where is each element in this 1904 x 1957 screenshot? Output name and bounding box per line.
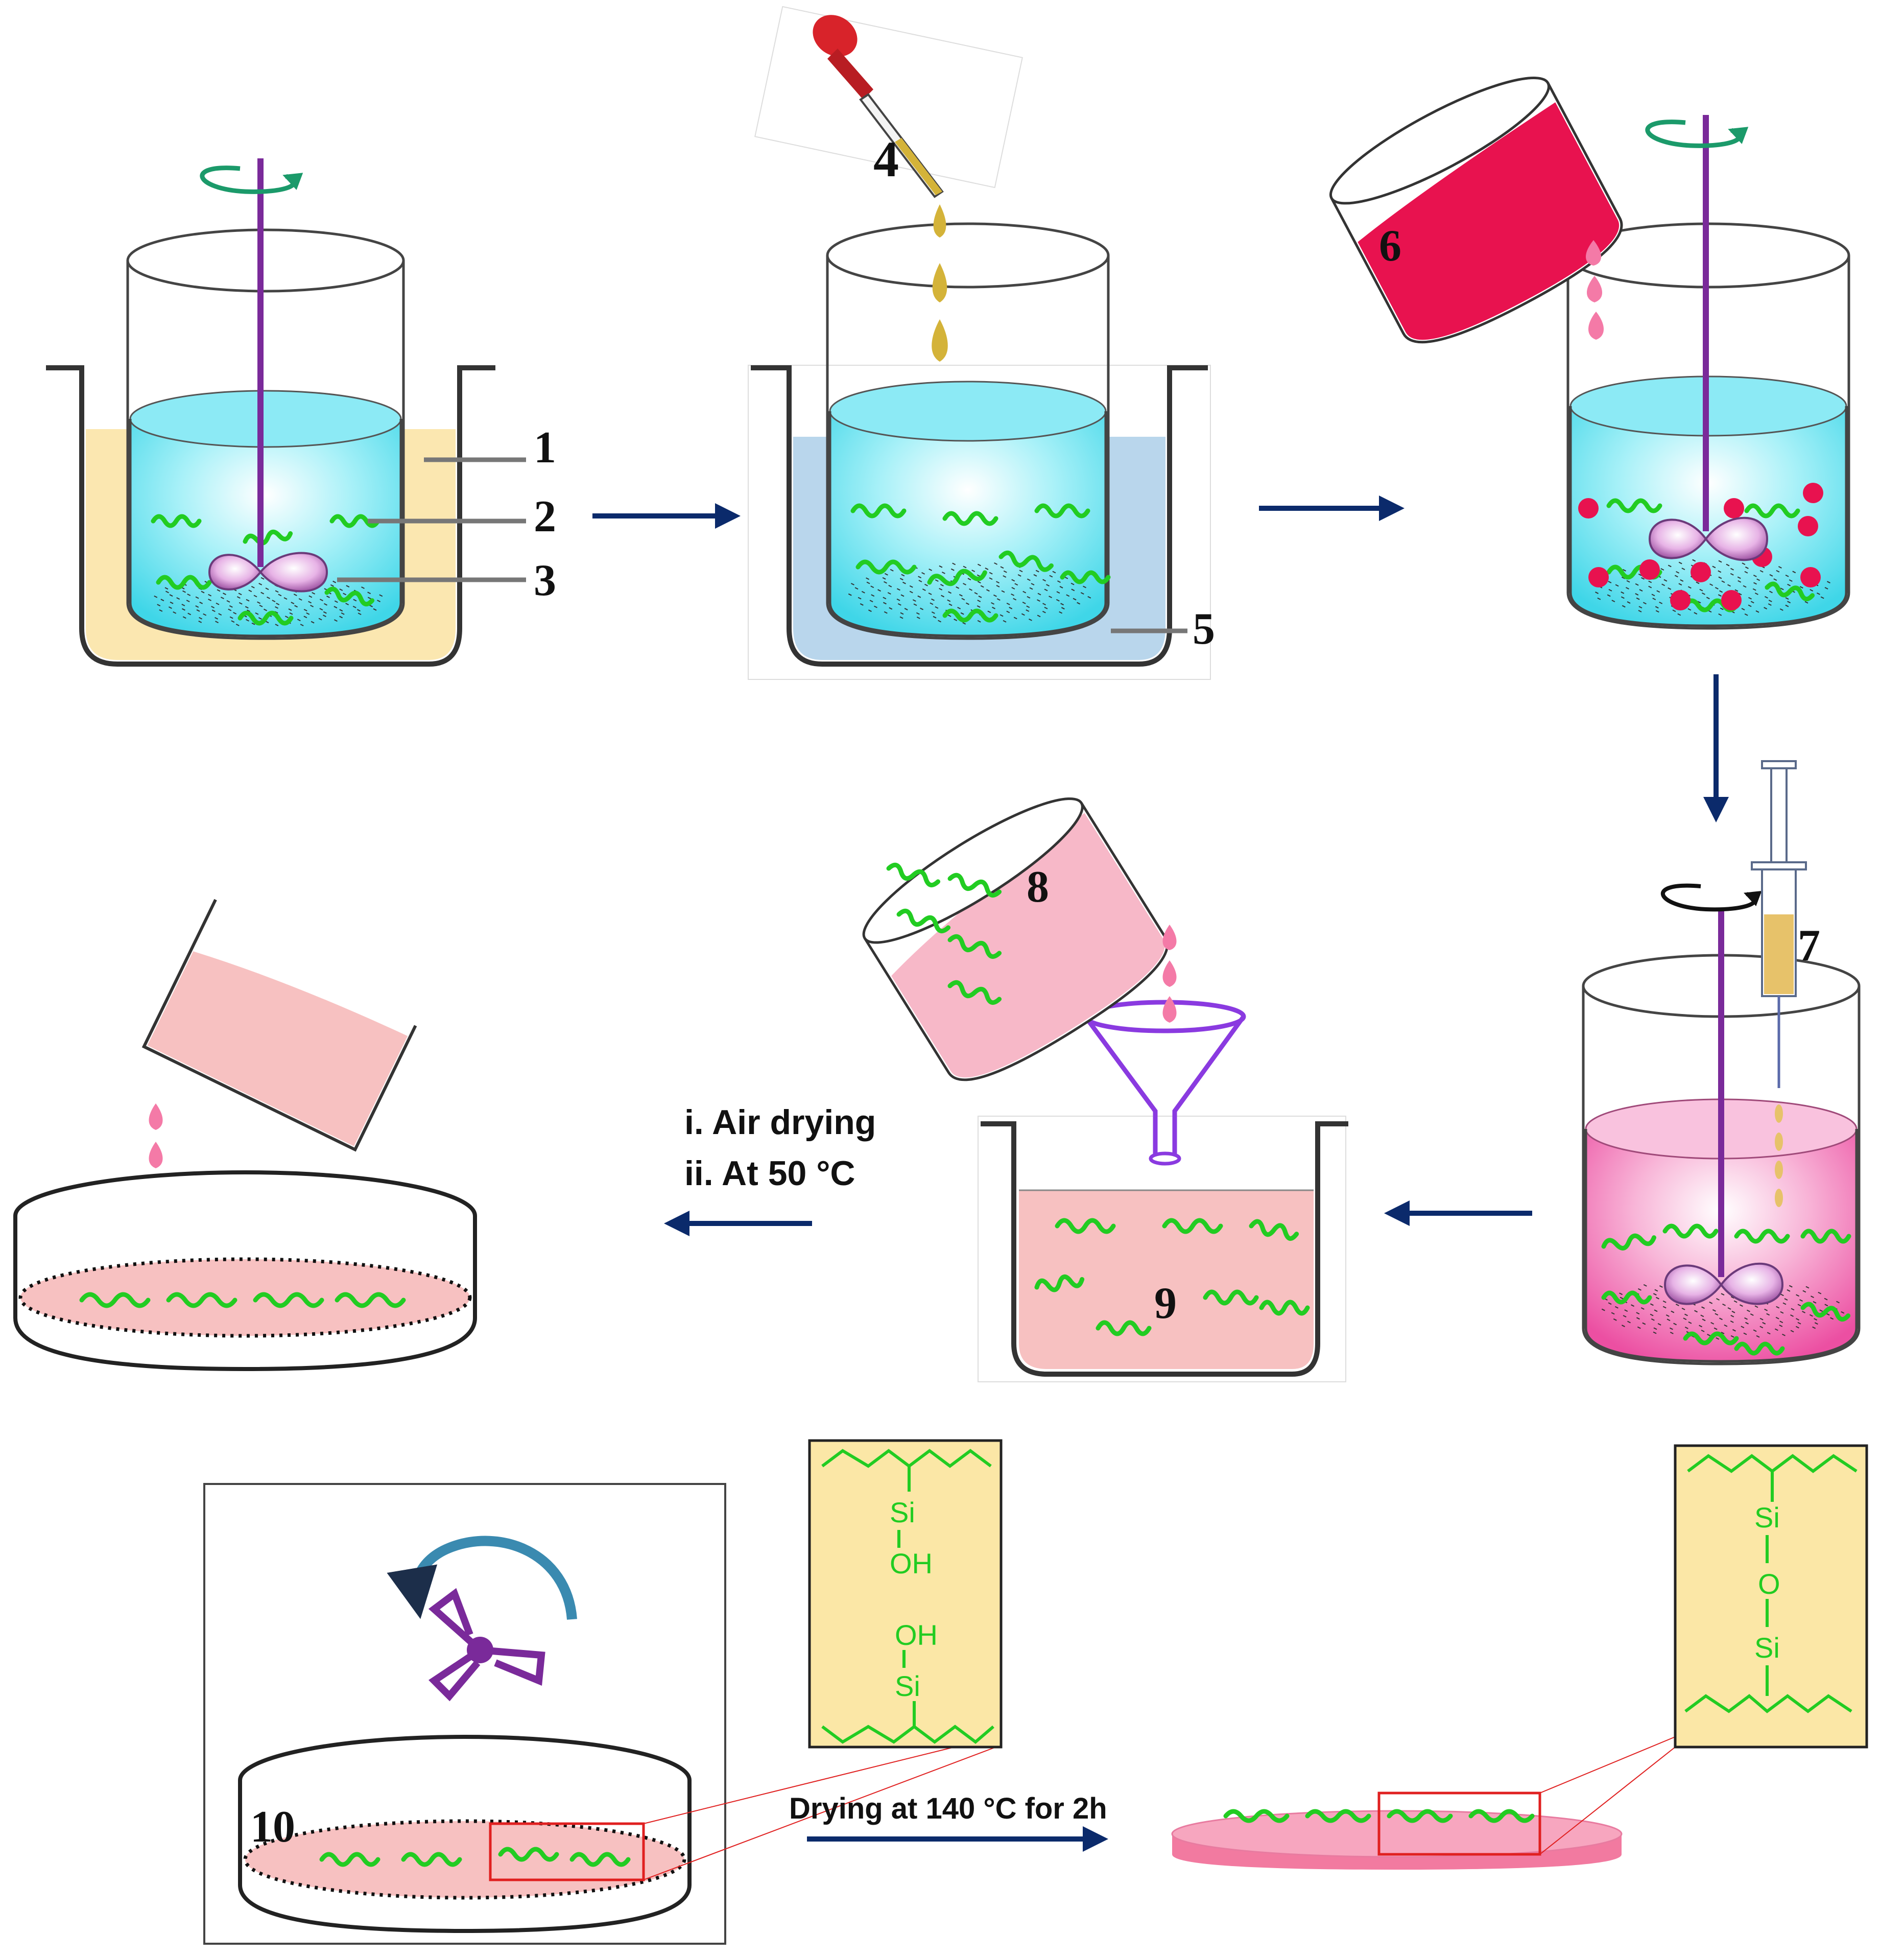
chem-si-top: Si — [890, 1496, 915, 1528]
step6-casting — [13, 899, 477, 1372]
chem-si-top-right: Si — [1754, 1501, 1780, 1534]
zoom-box-left — [489, 1822, 645, 1881]
caption-at-50: ii. At 50 °C — [684, 1154, 855, 1193]
chem-box-siloxane: Si O Si — [1674, 1444, 1868, 1749]
label-2: 2 — [534, 492, 556, 541]
fibers-film — [1223, 1809, 1535, 1823]
fan-icon — [428, 1588, 545, 1702]
step4-silane-injection: 7 — [1582, 760, 1861, 1365]
chem-o-mid: O — [1758, 1568, 1780, 1600]
syringe-plunger — [1770, 765, 1788, 869]
fibers-petri-1 — [79, 1292, 406, 1308]
chem-si-bottom: Si — [895, 1670, 920, 1702]
beaker-2 — [826, 255, 1110, 640]
pink-drop-e — [1162, 960, 1177, 987]
step7-drying-frame: 10 — [203, 1483, 726, 1945]
beaker-4 — [1582, 986, 1861, 1365]
beaker-1 — [126, 261, 405, 640]
chem-box-silanol: Si OH OH Si — [808, 1439, 1003, 1749]
pink-drop-d — [1162, 925, 1177, 950]
zoom-box-right — [1377, 1791, 1541, 1856]
label-5: 5 — [1193, 604, 1215, 654]
dropper — [754, 6, 1023, 198]
beaker-rim-1 — [126, 228, 405, 293]
label-4: 4 — [873, 131, 899, 187]
funnel — [1083, 1000, 1246, 1166]
caption-drying-140: Drying at 140 °C for 2h — [789, 1792, 1107, 1825]
drying-frame — [203, 1483, 726, 1945]
chain-bottom-left — [821, 1725, 994, 1744]
chain-bottom-right — [1684, 1694, 1852, 1713]
paddle-4 — [1663, 1262, 1784, 1305]
zoom-line-right-bottom — [1539, 1747, 1676, 1855]
fibers-9 — [1034, 1218, 1310, 1336]
fibers-4 — [1601, 1223, 1851, 1356]
label-3: 3 — [534, 556, 556, 605]
water-bath-1 — [46, 365, 495, 667]
petri-dish-1 — [13, 1170, 477, 1372]
dropper-frame — [754, 6, 1023, 188]
step3-dye-addition: 6 — [1329, 77, 1850, 630]
pouring-vessel — [141, 899, 417, 1152]
step1-stirred-beaker: 1 2 3 — [46, 158, 556, 667]
collection-vessel — [981, 1121, 1348, 1377]
step5-filtration: 9 8 — [862, 797, 1348, 1382]
paddle-1 — [208, 552, 328, 593]
silane-drops — [1775, 1104, 1783, 1207]
rotation-arrow-3 — [1645, 120, 1749, 148]
label-9: 9 — [1154, 1279, 1177, 1328]
chem-si-bottom-right: Si — [1754, 1632, 1780, 1664]
dropper-bulb-neck — [827, 49, 873, 100]
zoom-line-left-top — [643, 1736, 996, 1824]
cyan-surface-1 — [129, 390, 402, 448]
cyan-surface-2 — [829, 381, 1107, 442]
syringe — [1751, 760, 1807, 1088]
dropper-liquid — [895, 138, 942, 195]
pink-drop-f — [1162, 996, 1177, 1023]
dropper-bulb — [813, 15, 858, 57]
syringe-liquid — [1764, 914, 1794, 994]
pink-drop-b — [1587, 276, 1602, 302]
yellow-drop-3 — [932, 319, 948, 362]
pink-beaker-8 — [862, 797, 1169, 1081]
step5-frame — [978, 1116, 1346, 1382]
fibers-petri-2 — [319, 1847, 631, 1867]
rotation-arrow-1 — [200, 166, 303, 194]
paddle-3 — [1648, 516, 1769, 561]
chem-oh-top: OH — [890, 1547, 933, 1579]
label-8: 8 — [1027, 862, 1049, 912]
yellow-drop-1 — [933, 204, 946, 238]
rotation-arrow-4 — [1660, 883, 1762, 912]
pink-drop-h — [149, 1142, 163, 1168]
pink-drop-c — [1588, 312, 1604, 340]
step2-frame — [748, 365, 1211, 680]
petri-dish-2 — [238, 1735, 692, 1934]
final-film — [1171, 1810, 1623, 1870]
zoom-line-left-bottom — [643, 1747, 996, 1880]
beaker-rim-2 — [826, 222, 1110, 289]
dye-beaker-6 — [1329, 77, 1623, 344]
label-6: 6 — [1379, 221, 1401, 271]
caption-air-drying: i. Air drying — [684, 1103, 876, 1142]
step2-dropwise-addition: 5 4 — [748, 6, 1215, 680]
fibers-2 — [848, 503, 1111, 625]
pink-drop-a — [1586, 240, 1601, 266]
fan-arrow — [387, 1536, 577, 1620]
beaker-3 — [1566, 255, 1850, 630]
yellow-drop-2 — [932, 263, 947, 302]
zoom-line-right-top — [1539, 1736, 1676, 1794]
label-1: 1 — [534, 423, 556, 473]
label-10: 10 — [250, 1802, 295, 1852]
water-bath-2 — [751, 365, 1208, 667]
label-7: 7 — [1798, 921, 1820, 971]
filtrate-9 — [1019, 1190, 1314, 1369]
chem-oh-bottom: OH — [895, 1619, 938, 1651]
pink-drop-g — [149, 1103, 163, 1130]
fibers-8 — [886, 862, 1002, 1005]
